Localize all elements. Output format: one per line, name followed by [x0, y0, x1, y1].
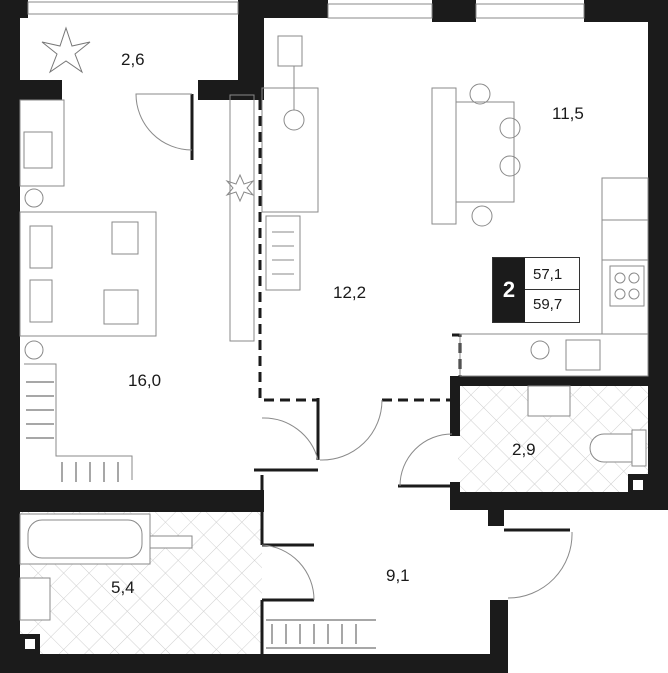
apartment-summary-badge: 2 57,1 59,7 — [492, 257, 580, 323]
bedroom-furniture — [19, 94, 255, 480]
living-furniture — [261, 35, 521, 291]
room-area-wc: 2,9 — [512, 440, 536, 459]
partitions — [190, 94, 570, 654]
room-area-hall-center: 12,2 — [333, 283, 367, 302]
room-area-bathroom: 5,4 — [111, 578, 135, 597]
plant-icon — [41, 26, 91, 74]
room-area-bedroom: 16,0 — [128, 371, 162, 390]
windows — [27, 1, 585, 19]
kitchen-unit — [459, 177, 649, 377]
rooms-count: 2 — [493, 258, 525, 322]
badge-divider — [525, 289, 579, 290]
wardrobe-hangers — [266, 619, 376, 649]
room-area-balcony: 2,6 — [121, 50, 145, 69]
hangers — [26, 381, 119, 482]
living-area-value: 57,1 — [533, 266, 563, 283]
room-area-corridor: 9,1 — [386, 566, 410, 585]
bathroom-fixtures — [19, 513, 193, 621]
total-area-value: 59,7 — [533, 296, 563, 313]
zone-borders — [258, 100, 462, 402]
wc-fixtures — [527, 385, 647, 467]
door-swings — [135, 93, 573, 601]
room-area-kitchen-living: 11,5 — [552, 104, 584, 123]
